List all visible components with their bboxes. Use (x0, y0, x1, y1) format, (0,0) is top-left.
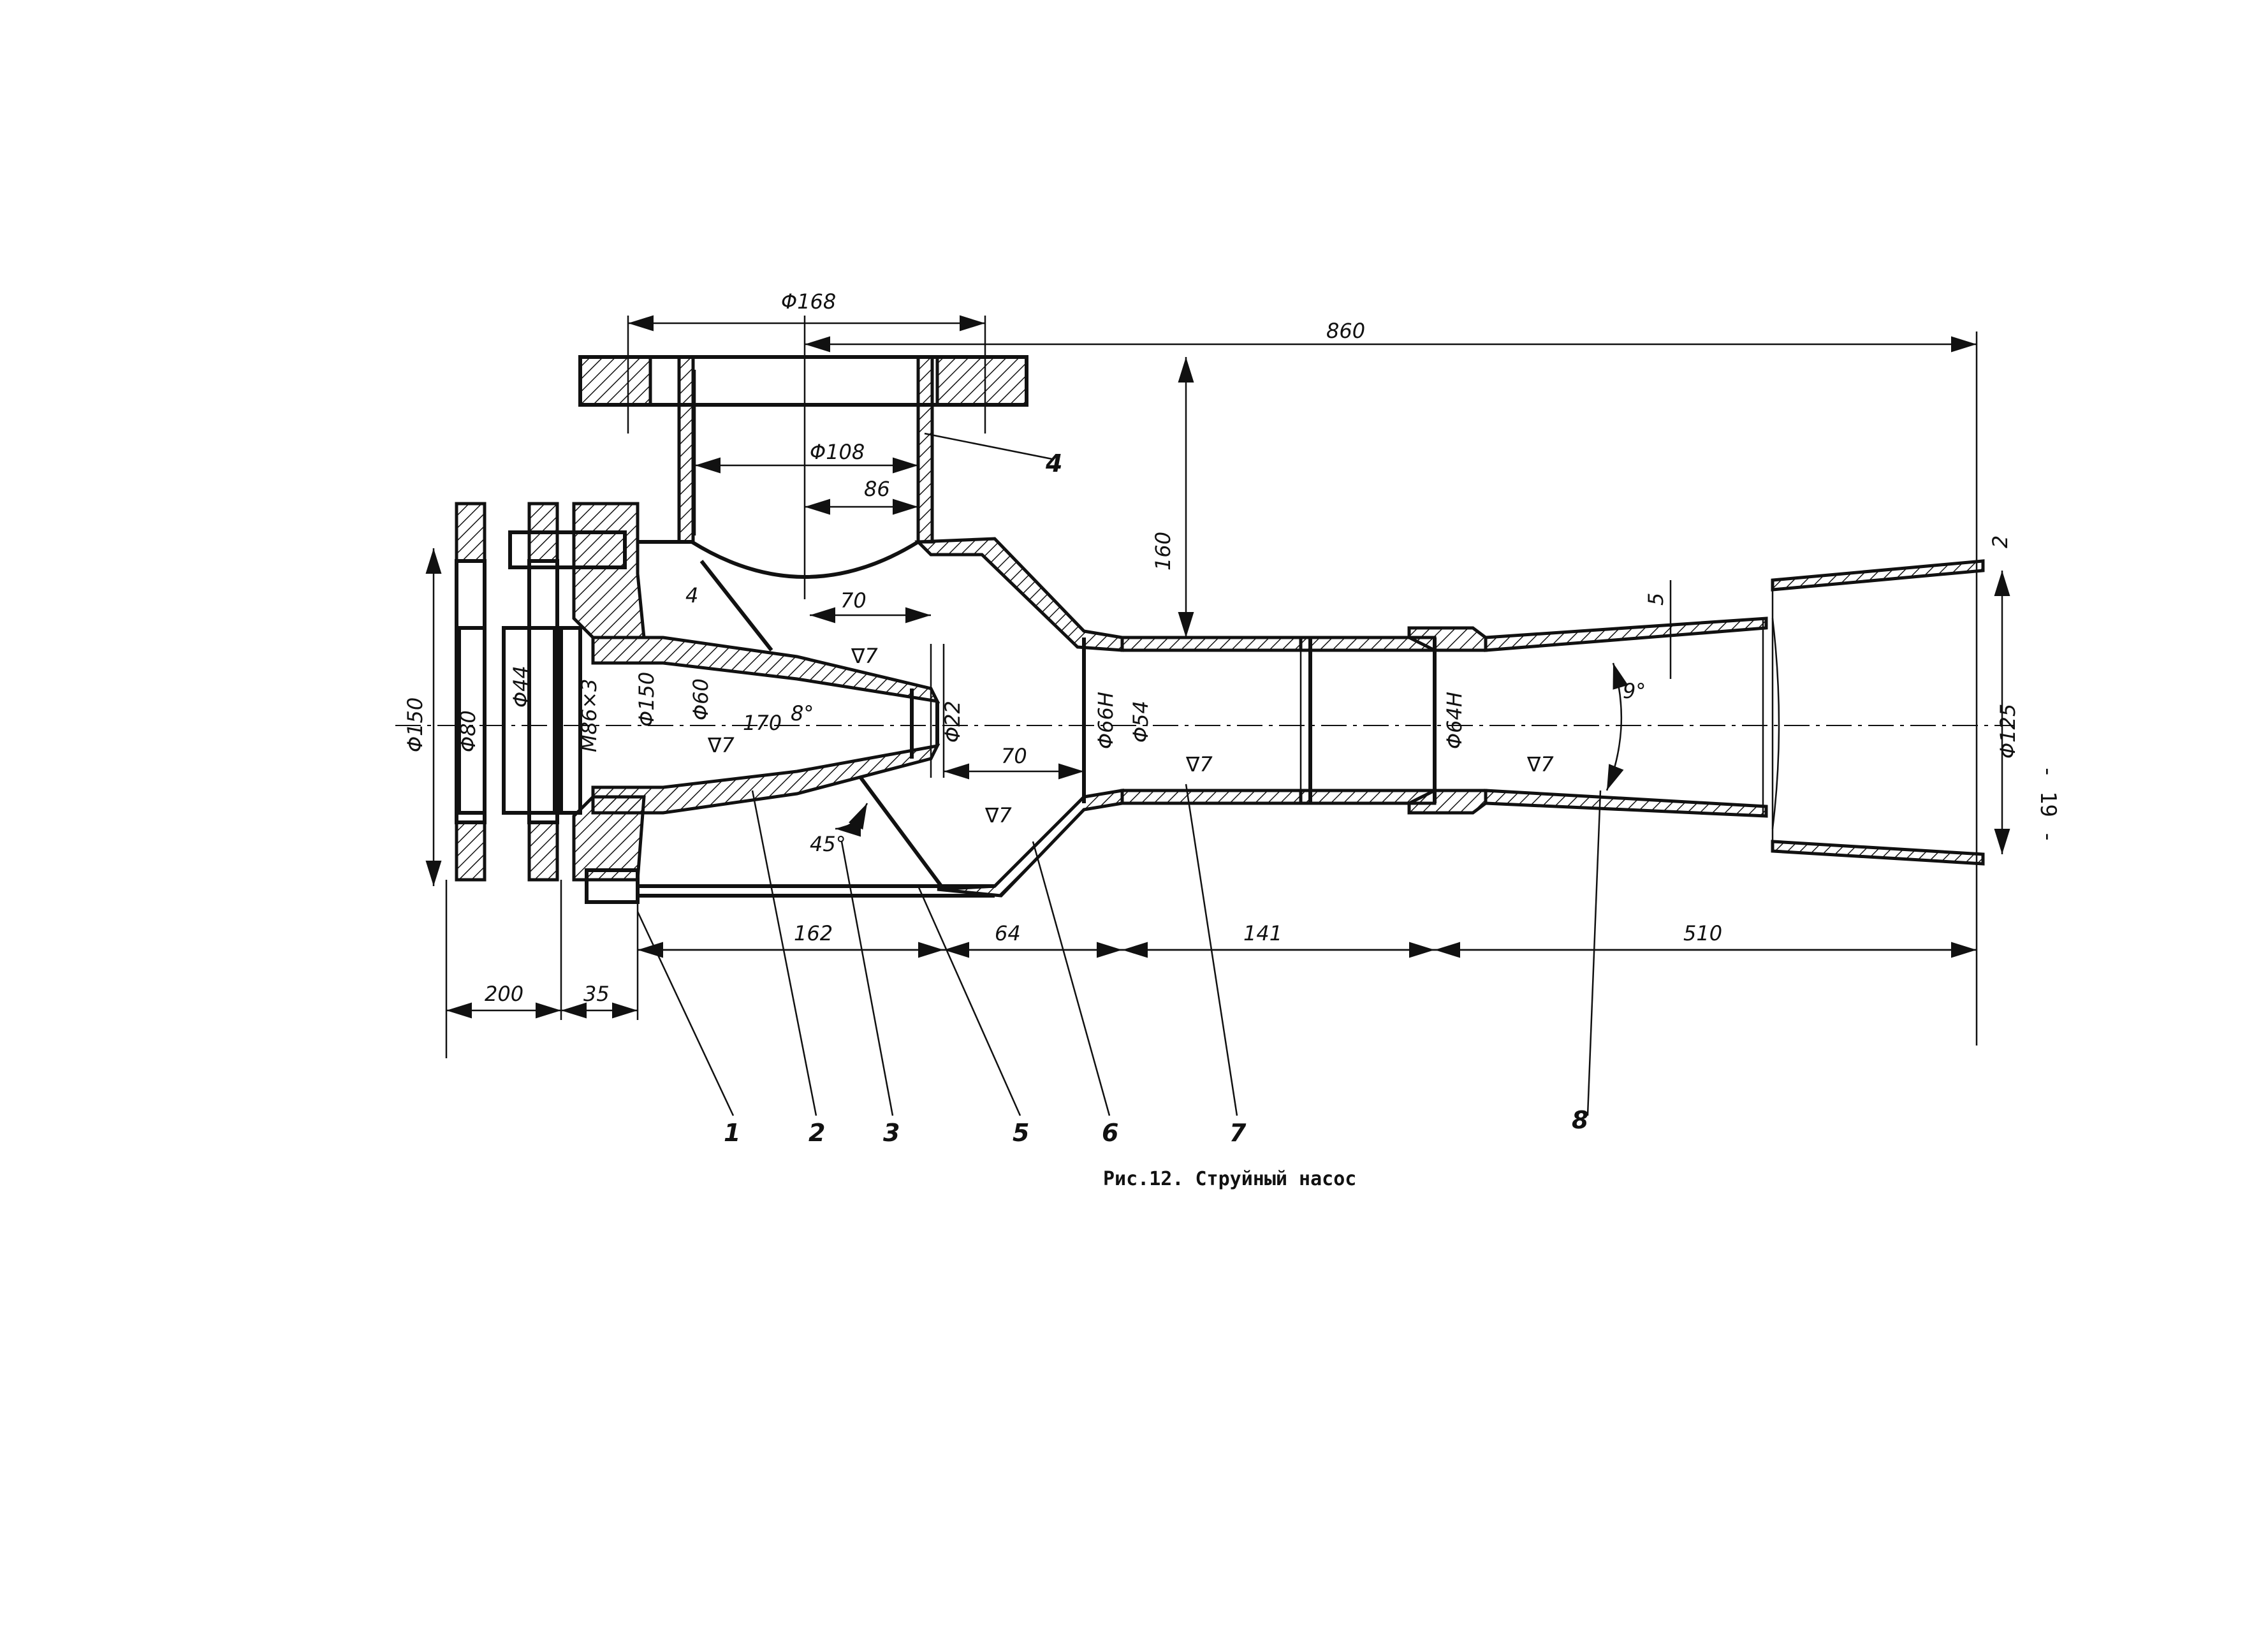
dim-l70-top: 70 (840, 588, 867, 613)
dim-l70-mid: 70 (1001, 744, 1027, 768)
dim-d168: Φ168 (781, 289, 836, 314)
dim-d54: Φ54 (1129, 701, 1153, 743)
dim-h160: 160 (1151, 532, 1175, 571)
throat-pipe (1082, 636, 1437, 805)
dim-l86: 86 (864, 477, 890, 501)
dim-l141: 141 (1243, 921, 1282, 945)
dim-d150-inner: Φ150 (634, 672, 659, 727)
dim-l170: 170 (743, 711, 782, 735)
surface-mark-throat: ∇7 (1185, 752, 1213, 776)
leader-lines (636, 432, 1602, 1116)
dim-t4: 4 (685, 583, 698, 608)
dim-d80: Φ80 (456, 710, 480, 752)
dim-ang45: 45° (810, 832, 846, 856)
dim-l35: 35 (583, 982, 610, 1006)
dim-d66: Φ66Н (1094, 692, 1118, 749)
dim-t5: 5 (1644, 593, 1668, 606)
figure-caption: Рис.12. Струйный насос (1103, 1168, 1357, 1190)
diffuser (1407, 559, 1985, 866)
dim-m86: M86×3 (577, 679, 601, 753)
part-label-2: 2 (808, 1119, 825, 1147)
dim-l200: 200 (485, 982, 523, 1006)
surface-mark-nozzle-bottom: ∇7 (707, 733, 735, 757)
part-label-7: 7 (1229, 1119, 1247, 1147)
page-number: - 19 - (2035, 765, 2061, 843)
dim-d44: Φ44 (509, 666, 533, 708)
dim-d108: Φ108 (810, 440, 865, 464)
dim-d64: Φ64Н (1442, 692, 1467, 749)
part-label-4: 4 (1045, 449, 1062, 477)
dim-ang9: 9° (1623, 679, 1646, 703)
dim-l860: 860 (1326, 319, 1365, 343)
dim-d60: Φ60 (689, 678, 713, 720)
dim-d22: Φ22 (940, 701, 965, 743)
surface-mark-cone: ∇7 (984, 803, 1012, 827)
surface-mark-diffuser: ∇7 (1526, 752, 1554, 776)
dim-d125: Φ125 (1996, 704, 2020, 759)
dim-l64: 64 (995, 921, 1021, 945)
dimension-lines (425, 315, 2010, 1058)
surface-mark-nozzle-top: ∇7 (851, 644, 878, 668)
part-label-6: 6 (1102, 1119, 1118, 1147)
dim-l510: 510 (1683, 921, 1722, 945)
part-label-1: 1 (724, 1119, 740, 1147)
part-label-8: 8 (1572, 1106, 1588, 1134)
dim-t2: 2 (1988, 536, 2012, 548)
dim-l162: 162 (794, 921, 833, 945)
part-label-5: 5 (1013, 1119, 1029, 1147)
dim-d150-outer: Φ150 (403, 697, 427, 752)
inlet-flange-assembly (455, 502, 646, 904)
part-label-3: 3 (883, 1119, 900, 1147)
dim-ang8: 8° (791, 701, 814, 725)
